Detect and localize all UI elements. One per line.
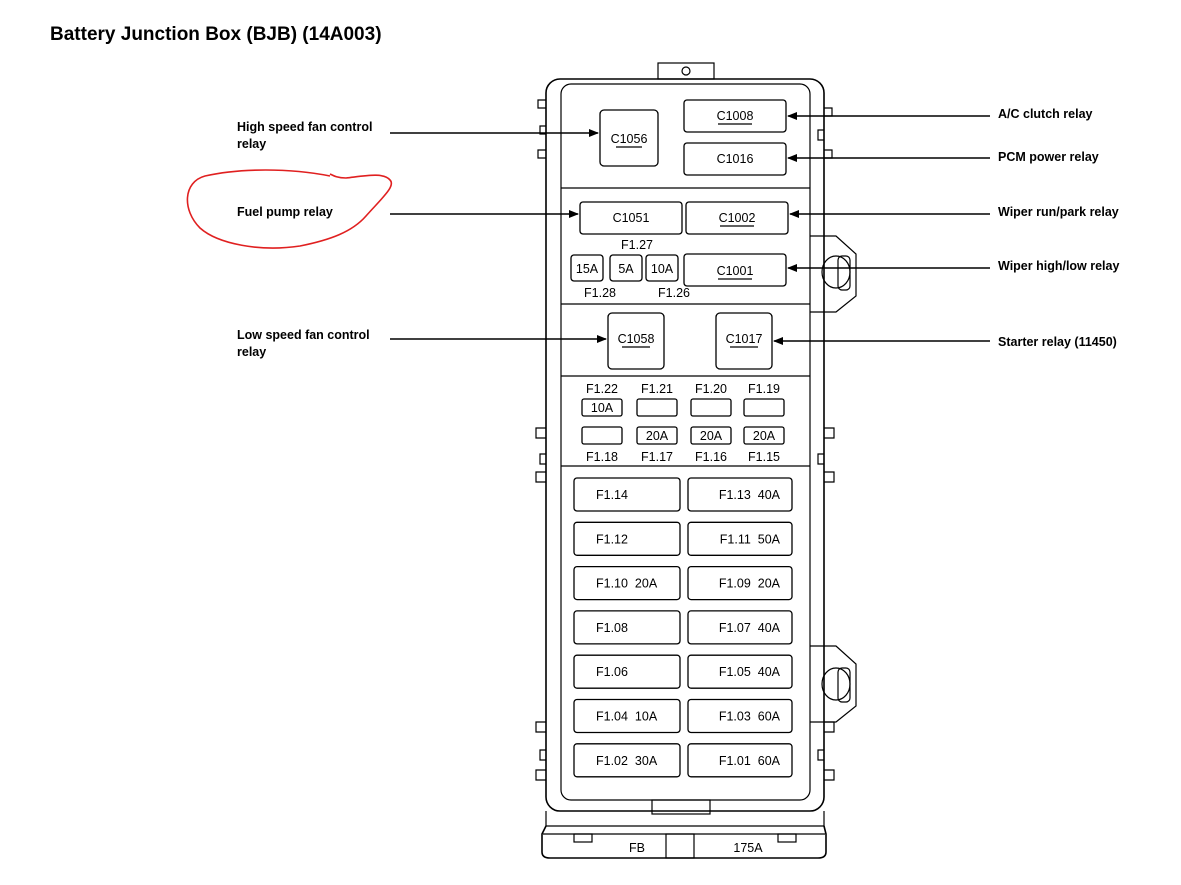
maxi-fuse-right-label: F1.03 60A: [719, 710, 781, 724]
label-high-speed-fan-2: relay: [237, 137, 266, 151]
maxi-fuse-left: [573, 610, 681, 645]
relay-c1017: [715, 312, 773, 370]
label-low-speed-fan: Low speed fan control: [237, 328, 370, 342]
maxi-fuse-left: [573, 743, 681, 778]
bottom-slot: [651, 799, 711, 815]
label-fuel-pump: Fuel pump relay: [237, 205, 333, 219]
fuse-f121: [636, 398, 678, 417]
page-title: Battery Junction Box (BJB) (14A003): [50, 24, 382, 45]
relay-c1008: [683, 99, 787, 133]
fuse-f118-number: F1.18: [586, 450, 618, 464]
fuse-f126-amp: 10A: [651, 262, 674, 276]
maxi-fuse-left-label: F1.08: [596, 621, 628, 635]
fuse-f122-number: F1.22: [586, 382, 618, 396]
c1002-label: C1002: [719, 211, 756, 225]
fuse-f120: [690, 398, 732, 417]
maxi-fuse-right-label: F1.09 20A: [719, 577, 781, 591]
fuse-f116-amp: 20A: [700, 429, 723, 443]
fuse-f122: [581, 398, 623, 417]
fuse-f116: [690, 426, 732, 445]
c1058-label: C1058: [618, 332, 655, 346]
maxi-fuse-right-label: F1.13 40A: [719, 488, 781, 502]
fuse-f128-number: F1.28: [584, 286, 616, 300]
label-wiper-high-low: Wiper high/low relay: [998, 259, 1119, 273]
maxi-fuse-right: [687, 654, 793, 689]
fuse-f126-number: F1.26: [658, 286, 690, 300]
relay-c1001: [683, 253, 787, 287]
top-tab-hole: [681, 66, 691, 76]
fuse-f118: [581, 426, 623, 445]
fuse-f122-amp: 10A: [591, 401, 614, 415]
fuse-f119-number: F1.19: [748, 382, 780, 396]
relay-c1056: [599, 109, 659, 167]
maxi-fuse-left-label: F1.10 20A: [596, 577, 658, 591]
relay-c1002: [685, 201, 789, 235]
maxi-fuse-right: [687, 698, 793, 734]
housing-outer: [545, 78, 825, 812]
maxi-fuse-left-label: F1.14: [596, 488, 628, 502]
maxi-fuse-left: [573, 698, 681, 734]
fuse-f127: [609, 254, 643, 282]
fuse-f121-number: F1.21: [641, 382, 673, 396]
c1008-label: C1008: [717, 109, 754, 123]
maxi-fuse-right: [687, 565, 793, 601]
c1051-label: C1051: [613, 211, 650, 225]
fuse-f115-amp: 20A: [753, 429, 776, 443]
maxi-fuse-right-label: F1.05 40A: [719, 665, 781, 679]
maxi-fuse-left: [573, 654, 681, 689]
top-tab: [657, 62, 715, 80]
label-starter: Starter relay (11450): [998, 335, 1117, 349]
maxi-fuse-left: [573, 565, 681, 601]
maxi-fuse-right-label: F1.07 40A: [719, 621, 781, 635]
fuse-f119: [743, 398, 785, 417]
label-ac-clutch: A/C clutch relay: [998, 107, 1093, 121]
fuse-f127-number: F1.27: [621, 238, 653, 252]
fuse-f117-amp: 20A: [646, 429, 669, 443]
maxi-fuse-right-label: F1.11 50A: [720, 532, 781, 546]
maxi-fuse-left: [573, 521, 681, 556]
fuse-f115: [743, 426, 785, 445]
maxi-fuse-right: [687, 477, 793, 512]
maxi-fuse-left: [573, 477, 681, 512]
label-high-speed-fan: High speed fan control: [237, 120, 372, 134]
maxi-fuse-right: [687, 743, 793, 778]
maxi-fuse-right: [687, 610, 793, 645]
fuse-f116-number: F1.16: [695, 450, 727, 464]
label-pcm-power: PCM power relay: [998, 150, 1099, 164]
relay-c1016: [683, 142, 787, 176]
fuse-f117: [636, 426, 678, 445]
c1001-label: C1001: [717, 264, 754, 278]
maxi-fuse-left-label: F1.06: [596, 665, 628, 679]
fb-amp-label: 175A: [733, 841, 763, 855]
maxi-fuse-right-label: F1.01 60A: [719, 754, 781, 768]
fuse-f120-number: F1.20: [695, 382, 727, 396]
c1056-label: C1056: [611, 132, 648, 146]
lower-side-clip: [810, 645, 857, 723]
fuse-f127-amp: 5A: [618, 262, 634, 276]
junction-box-housing: [535, 62, 857, 859]
fuse-f115-number: F1.15: [748, 450, 780, 464]
relay-c1051: [579, 201, 683, 235]
label-wiper-run-park: Wiper run/park relay: [998, 205, 1119, 219]
fuse-f117-number: F1.17: [641, 450, 673, 464]
fuse-f126: [645, 254, 679, 282]
maxi-fuse-left-label: F1.04 10A: [596, 710, 658, 724]
fuse-f128: [570, 254, 604, 282]
c1017-label: C1017: [726, 332, 763, 346]
maxi-fuse-left-label: F1.02 30A: [596, 754, 658, 768]
fuse-f128-amp: 15A: [576, 262, 599, 276]
label-low-speed-fan-2: relay: [237, 345, 266, 359]
maxi-fuse-left-label: F1.12: [596, 532, 628, 546]
maxi-fuse-right: [687, 521, 793, 556]
c1016-label: C1016: [717, 152, 754, 166]
relay-c1058: [607, 312, 665, 370]
fb-label: FB: [629, 841, 645, 855]
upper-side-clip: [810, 235, 857, 313]
maxi-fuse-grid: F1.14 F1.13 40A F1.12 F1.11 50A F1.10 20A F1.…: [573, 477, 793, 778]
highlight-circle: [186, 169, 393, 249]
